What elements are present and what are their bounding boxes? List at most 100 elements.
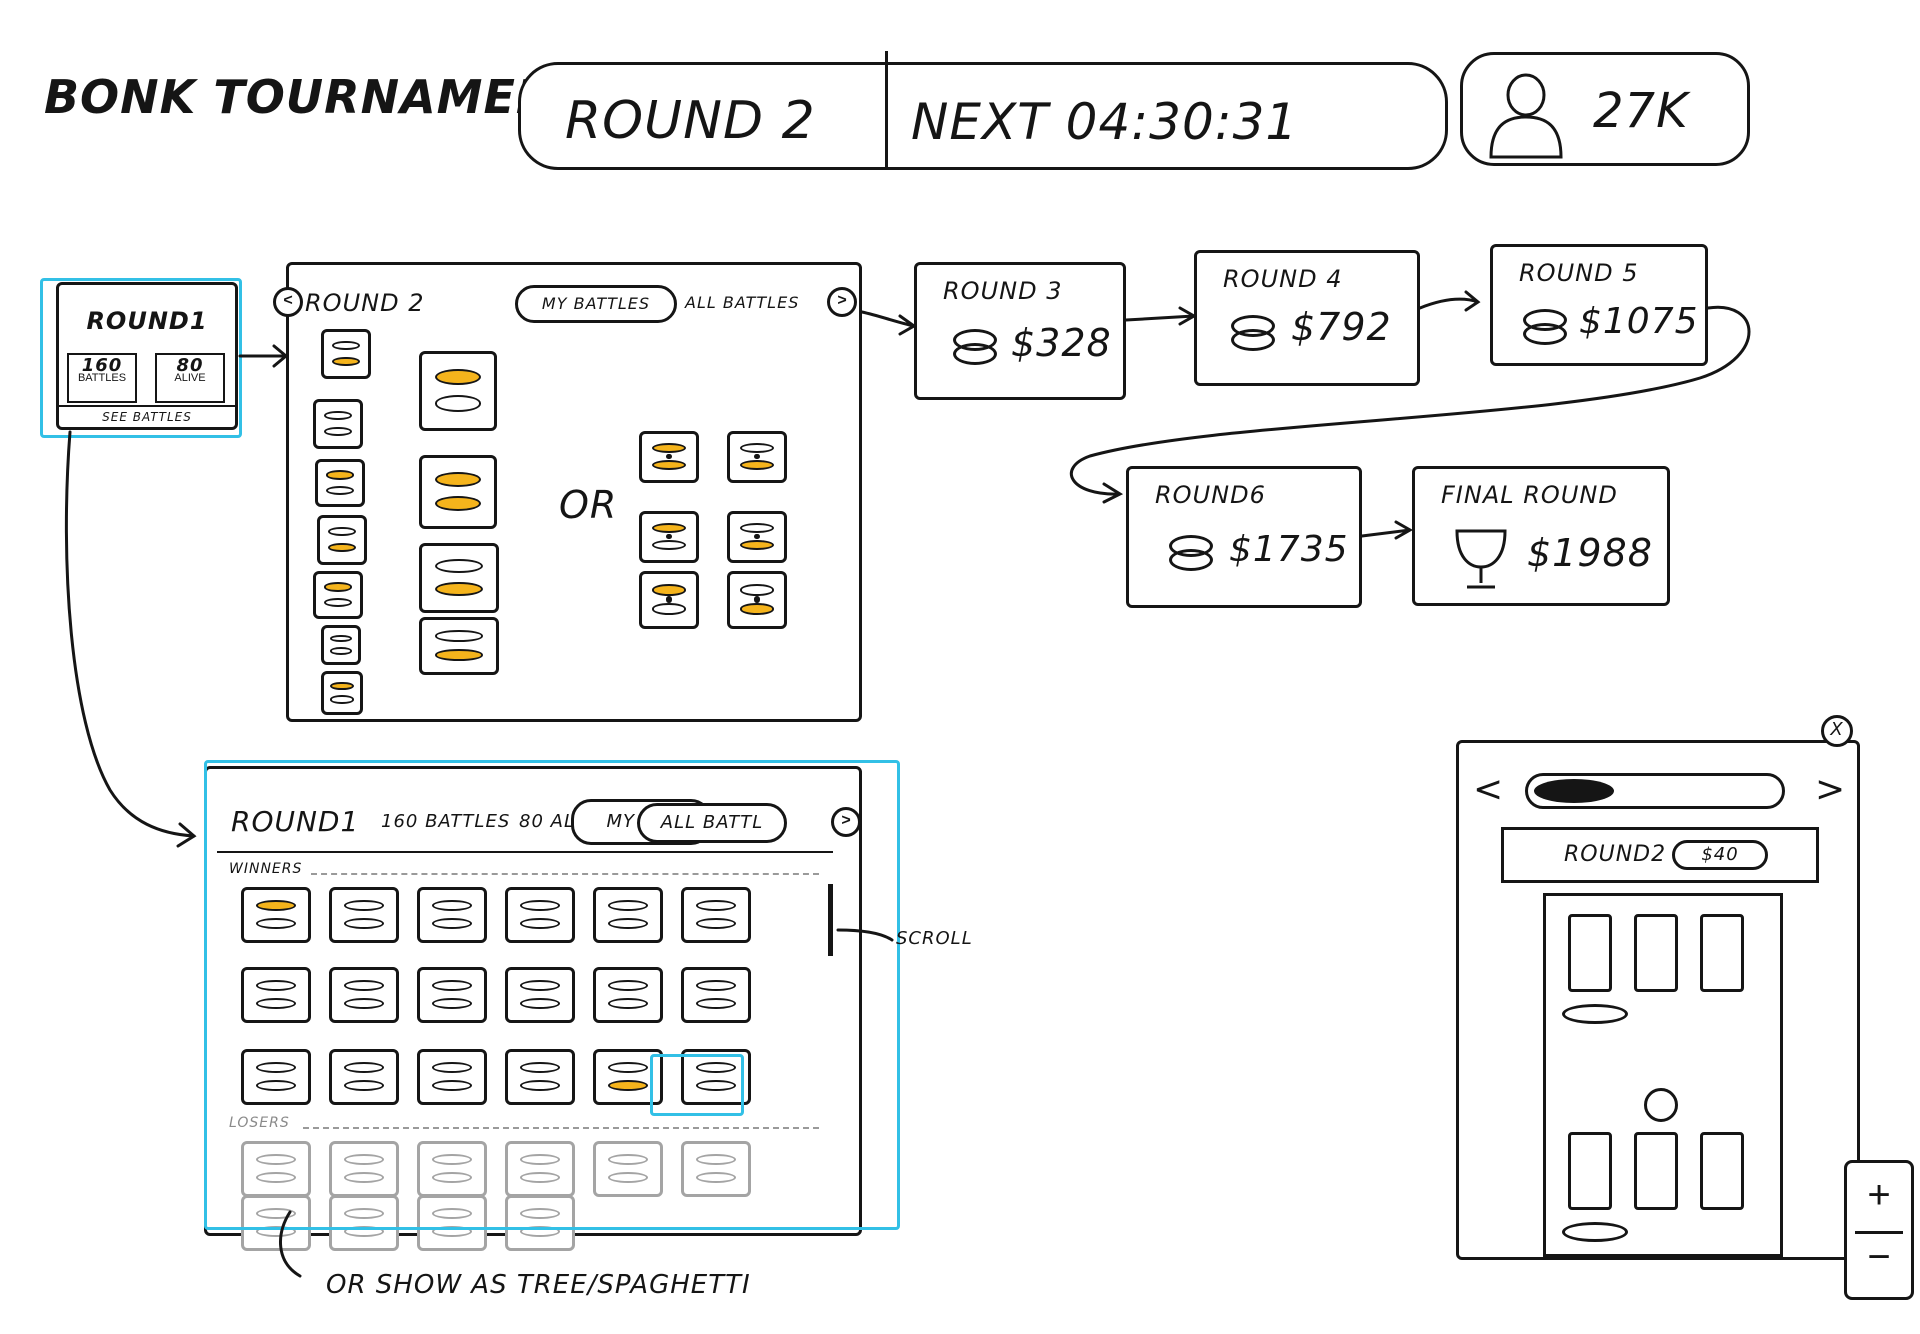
zoom-out-button[interactable]: − — [1867, 1235, 1891, 1279]
battle-card[interactable] — [727, 571, 787, 629]
battle-card[interactable] — [321, 329, 371, 379]
round2-next-button[interactable]: > — [827, 287, 857, 317]
fighter-slot — [607, 1154, 649, 1165]
zoom-in-button[interactable]: + — [1867, 1173, 1891, 1217]
battle-card[interactable] — [593, 1049, 663, 1105]
battle-card[interactable] — [419, 455, 497, 529]
battle-card[interactable] — [241, 1049, 311, 1105]
tab-all-battles[interactable]: ALL BATTLES — [685, 293, 800, 312]
round1-next-button[interactable]: > — [831, 807, 861, 837]
round-card-6[interactable]: ROUND6 $1735 — [1126, 466, 1362, 608]
battle-card[interactable] — [417, 1049, 487, 1105]
mobile-round-selector[interactable] — [1525, 773, 1785, 809]
round-card-final[interactable]: FINAL ROUND $1988 — [1412, 466, 1670, 606]
round-card-4[interactable]: ROUND 4 $792 — [1194, 250, 1420, 386]
battle-card[interactable] — [639, 431, 699, 483]
round1-card[interactable]: ROUND1 160 BATTLES 80 ALIVE SEE BATTLES — [56, 282, 238, 430]
battle-card[interactable] — [505, 967, 575, 1023]
team-slot[interactable] — [1568, 914, 1612, 992]
team-slot[interactable] — [1634, 1132, 1678, 1210]
fighter-slot-winner — [435, 581, 483, 596]
round2-prev-button[interactable]: < — [273, 287, 303, 317]
battle-card[interactable] — [417, 887, 487, 943]
battle-card[interactable] — [321, 625, 361, 665]
battle-card[interactable] — [241, 887, 311, 943]
team-a-bar — [1562, 1004, 1628, 1024]
loser-battle-card[interactable] — [505, 1195, 575, 1251]
round-card-5[interactable]: ROUND 5 $1075 — [1490, 244, 1708, 366]
battle-card[interactable] — [593, 967, 663, 1023]
vs-dot — [754, 596, 760, 603]
loser-battle-card[interactable] — [241, 1195, 311, 1251]
alive-stat: 80 ALIVE — [155, 353, 225, 403]
fighter-slot — [330, 647, 352, 655]
fighter-slot — [431, 1208, 473, 1219]
battle-card[interactable] — [593, 887, 663, 943]
team-slot[interactable] — [1568, 1132, 1612, 1210]
team-slot[interactable] — [1700, 1132, 1744, 1210]
battle-card[interactable] — [321, 671, 363, 715]
tab-my-battles[interactable]: MY BATTLES — [515, 285, 677, 323]
battle-card[interactable] — [329, 887, 399, 943]
mobile-next-button[interactable]: > — [1815, 769, 1847, 810]
fighter-slot — [519, 1062, 561, 1073]
fighter-slot — [331, 340, 361, 351]
loser-battle-card[interactable] — [505, 1141, 575, 1197]
loser-battle-card[interactable] — [329, 1141, 399, 1197]
battle-card[interactable] — [313, 571, 363, 619]
close-button[interactable]: X — [1821, 715, 1853, 747]
battle-card[interactable] — [505, 887, 575, 943]
loser-battle-card[interactable] — [593, 1141, 663, 1197]
loser-battle-card[interactable] — [681, 1141, 751, 1197]
battle-card[interactable] — [727, 511, 787, 563]
players-counter[interactable]: 27K — [1460, 52, 1750, 166]
mobile-prev-button[interactable]: < — [1473, 769, 1505, 810]
battle-card[interactable] — [639, 511, 699, 563]
fighter-slot — [519, 1154, 561, 1165]
battle-card[interactable] — [419, 351, 497, 431]
trophy-icon — [1455, 529, 1507, 589]
vs-dot — [666, 533, 672, 540]
loser-battle-card[interactable] — [417, 1141, 487, 1197]
battle-card[interactable] — [417, 967, 487, 1023]
round-card-3[interactable]: ROUND 3 $328 — [914, 262, 1126, 400]
battle-card[interactable] — [681, 887, 751, 943]
battle-card[interactable] — [241, 967, 311, 1023]
see-battles-button[interactable]: SEE BATTLES — [59, 405, 235, 427]
battle-card[interactable] — [681, 1049, 751, 1105]
scrollbar[interactable] — [828, 884, 833, 956]
team-slot[interactable] — [1700, 914, 1744, 992]
mobile-round-prize: $40 — [1672, 840, 1768, 870]
battle-card[interactable] — [329, 1049, 399, 1105]
battle-card[interactable] — [419, 543, 499, 613]
battle-card[interactable] — [727, 431, 787, 483]
battle-card[interactable] — [313, 399, 363, 449]
fighter-slot — [431, 980, 473, 991]
fighter-slot — [607, 980, 649, 991]
battle-card[interactable] — [639, 571, 699, 629]
battle-card[interactable] — [419, 617, 499, 675]
round-prize: $328 — [1011, 321, 1112, 365]
alive-stat-value: 80 — [176, 355, 204, 376]
battle-card[interactable] — [317, 515, 367, 565]
loser-battle-card[interactable] — [241, 1141, 311, 1197]
battle-card[interactable] — [505, 1049, 575, 1105]
battle-card[interactable] — [681, 967, 751, 1023]
loser-battle-card[interactable] — [417, 1195, 487, 1251]
team-slot[interactable] — [1634, 914, 1678, 992]
tree-view-note: OR SHOW AS TREE/SPAGHETTI — [326, 1270, 751, 1300]
fighter-slot — [431, 900, 473, 911]
fighter-slot — [607, 1080, 649, 1091]
fighter-slot — [519, 1080, 561, 1091]
mobile-round-header: ROUND2 $40 — [1501, 827, 1819, 883]
fighter-slot — [431, 998, 473, 1009]
battle-card[interactable] — [315, 459, 365, 507]
fighter-slot — [255, 1080, 297, 1091]
fighter-slot — [519, 1208, 561, 1219]
fighter-slot — [519, 918, 561, 929]
battle-card[interactable] — [329, 967, 399, 1023]
fighter-slot — [695, 1062, 737, 1073]
tab-all-battles[interactable]: ALL BATTL — [637, 803, 787, 843]
loser-battle-card[interactable] — [329, 1195, 399, 1251]
fighter-slot-winner — [651, 443, 687, 454]
